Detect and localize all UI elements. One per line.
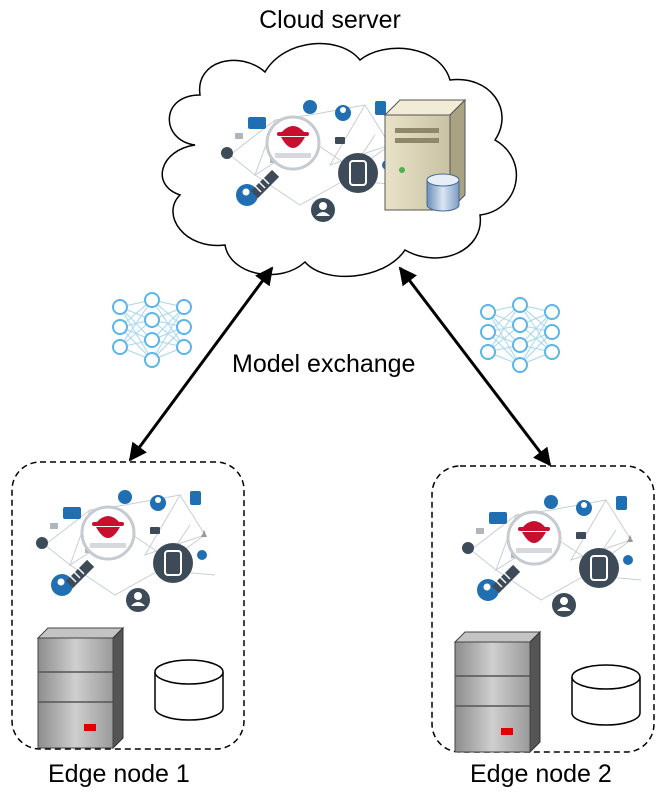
neural-network-icon: [112, 292, 192, 368]
edge-node-1-box: [11, 461, 245, 750]
arrow-cloud-edge1: [128, 266, 274, 462]
database-icon: [426, 173, 460, 212]
rack-server-icon: [454, 631, 541, 753]
insider-detector-network-icon: [460, 493, 643, 619]
tower-server-icon: [383, 98, 467, 212]
database-icon: [154, 659, 224, 721]
model-exchange-label: Model exchange: [232, 350, 416, 378]
database-icon: [571, 664, 641, 726]
insider-detector-network-icon: [34, 488, 217, 614]
cloud-server-label: Cloud server: [259, 6, 401, 34]
arrow-cloud-edge2: [398, 266, 552, 467]
neural-network-icon: [480, 297, 560, 373]
edge-node-1-label: Edge node 1: [48, 760, 190, 788]
edge-node-2-label: Edge node 2: [470, 760, 612, 788]
rack-server-icon: [37, 627, 124, 749]
edge-node-2-box: [431, 465, 655, 753]
